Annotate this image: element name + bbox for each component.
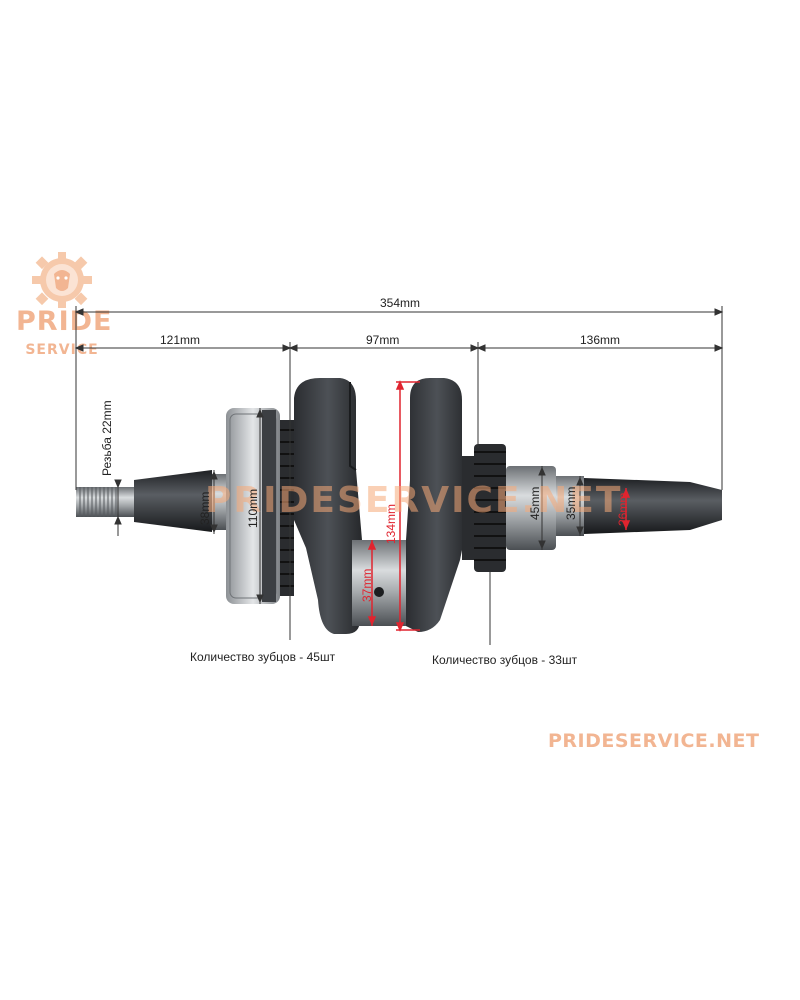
left-crank-web bbox=[294, 378, 362, 634]
logo-title: PRIDE bbox=[16, 306, 113, 337]
highlight-dimensions bbox=[367, 380, 631, 632]
right-crank-web bbox=[406, 378, 468, 632]
right-gear bbox=[474, 444, 506, 572]
crank-pin-label: 37mm bbox=[360, 568, 374, 602]
right-journal-label: 35mm bbox=[564, 486, 578, 520]
right-collar bbox=[506, 466, 556, 550]
output-shaft bbox=[584, 478, 722, 534]
right-gear-caption: Количество зубцов - 33шт bbox=[432, 653, 578, 667]
gear-lion-icon bbox=[32, 252, 92, 308]
right-collar-label: 45mm bbox=[528, 486, 542, 520]
left-section-label: 121mm bbox=[160, 333, 201, 347]
threaded-end bbox=[76, 487, 134, 517]
crank-pin bbox=[352, 540, 406, 626]
left-taper-label: 38mm bbox=[198, 491, 212, 525]
thread-label: Резьба 22mm bbox=[100, 400, 114, 476]
middle-section-label: 97mm bbox=[366, 333, 400, 347]
stroke-label: 134mm bbox=[384, 503, 398, 544]
left-taper bbox=[134, 470, 212, 532]
right-section-label: 136mm bbox=[580, 333, 621, 347]
dimension-lines bbox=[74, 306, 724, 645]
right-journal bbox=[556, 476, 584, 536]
output-shaft-label: 26mm bbox=[616, 492, 630, 526]
ball-bearing bbox=[226, 408, 280, 604]
watermark-text: PRIDESERVICE.NET bbox=[205, 480, 623, 521]
website-link[interactable]: PRIDESERVICE.NET bbox=[548, 730, 760, 752]
total-length-label: 354mm bbox=[380, 296, 421, 310]
bearing-label: 110mm bbox=[246, 488, 260, 528]
left-gear-caption: Количество зубцов - 45шт bbox=[190, 650, 336, 664]
